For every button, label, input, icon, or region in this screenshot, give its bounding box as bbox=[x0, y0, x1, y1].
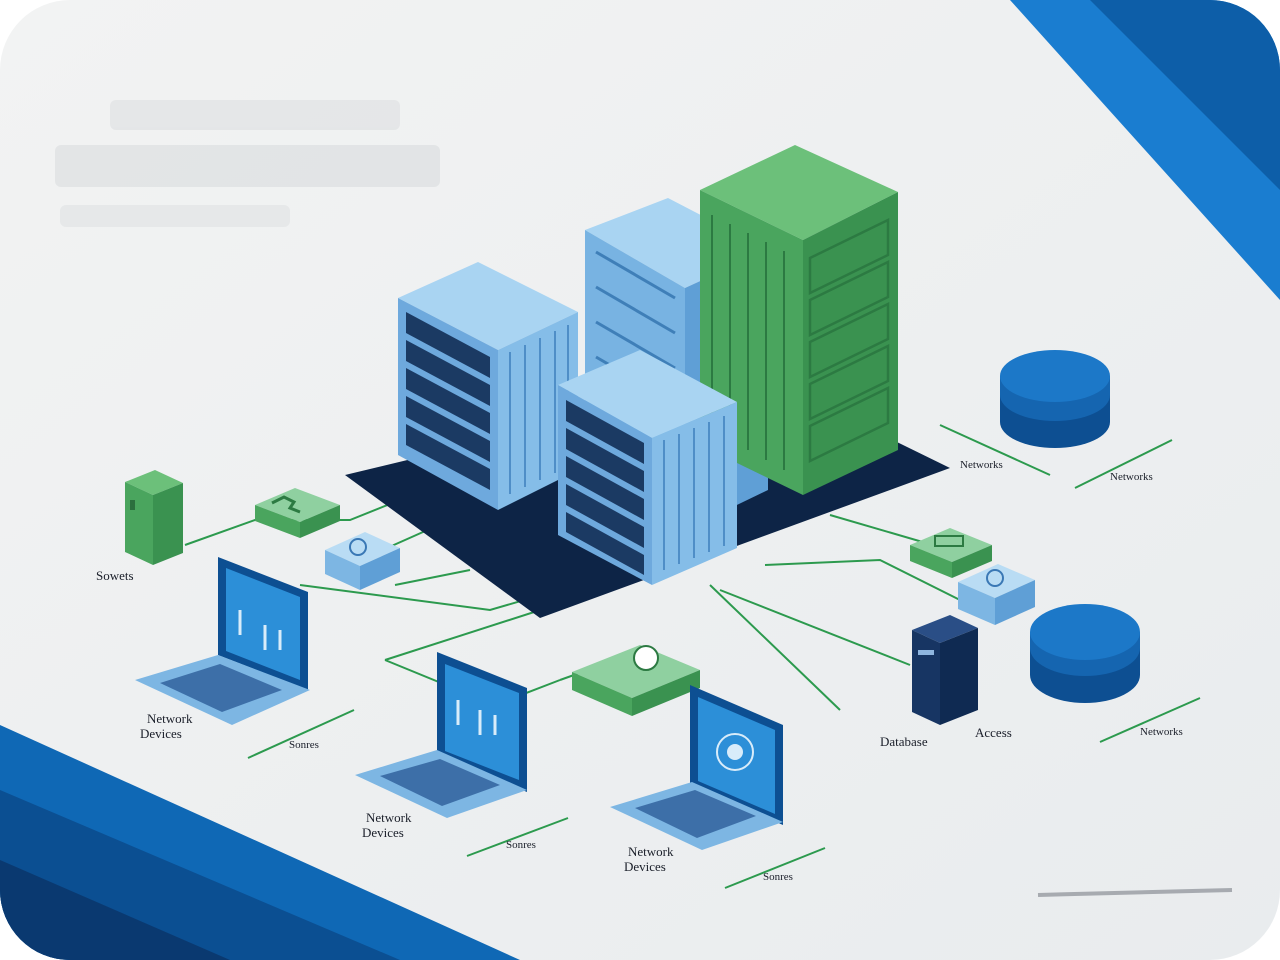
label-networks-top-left: Networks bbox=[960, 459, 1003, 471]
label-servers-left: Sowets bbox=[96, 568, 134, 583]
bottom-left-accent bbox=[0, 725, 520, 960]
diagram-labels: Sowets Network Devices Sonres Network De… bbox=[96, 459, 1183, 883]
network-switch-green-right bbox=[910, 528, 992, 578]
network-switch-green-left bbox=[255, 488, 340, 538]
label-servers-3: Sonres bbox=[763, 871, 793, 883]
network-switch-green-center bbox=[572, 645, 700, 716]
label-networks-top-right: Networks bbox=[1110, 471, 1153, 483]
label-networks-bottom: Networks bbox=[1140, 726, 1183, 738]
laptop-3 bbox=[610, 685, 783, 850]
decorative-line bbox=[1037, 888, 1233, 897]
server-rack-blue-front bbox=[558, 350, 737, 585]
database-cylinder-top bbox=[1000, 350, 1110, 448]
top-right-accent bbox=[1010, 0, 1280, 300]
laptop-1 bbox=[135, 557, 310, 725]
label-network-devices-1: Network Devices bbox=[140, 711, 196, 741]
network-switch-blue-left bbox=[325, 532, 400, 590]
network-switch-blue-right bbox=[958, 564, 1035, 625]
small-server-green bbox=[125, 470, 183, 565]
laptop-2 bbox=[355, 652, 527, 818]
label-database: Database bbox=[880, 734, 928, 749]
label-network-devices-2: Network Devices bbox=[362, 810, 415, 840]
label-servers-1: Sonres bbox=[289, 739, 319, 751]
faded-title bbox=[55, 100, 440, 227]
server-rack-green bbox=[700, 145, 898, 495]
label-access: Access bbox=[975, 725, 1012, 740]
small-server-navy bbox=[912, 615, 978, 725]
label-servers-2: Sonres bbox=[506, 839, 536, 851]
label-network-devices-3: Network Devices bbox=[624, 844, 677, 874]
database-cylinder-bottom bbox=[1030, 604, 1140, 703]
